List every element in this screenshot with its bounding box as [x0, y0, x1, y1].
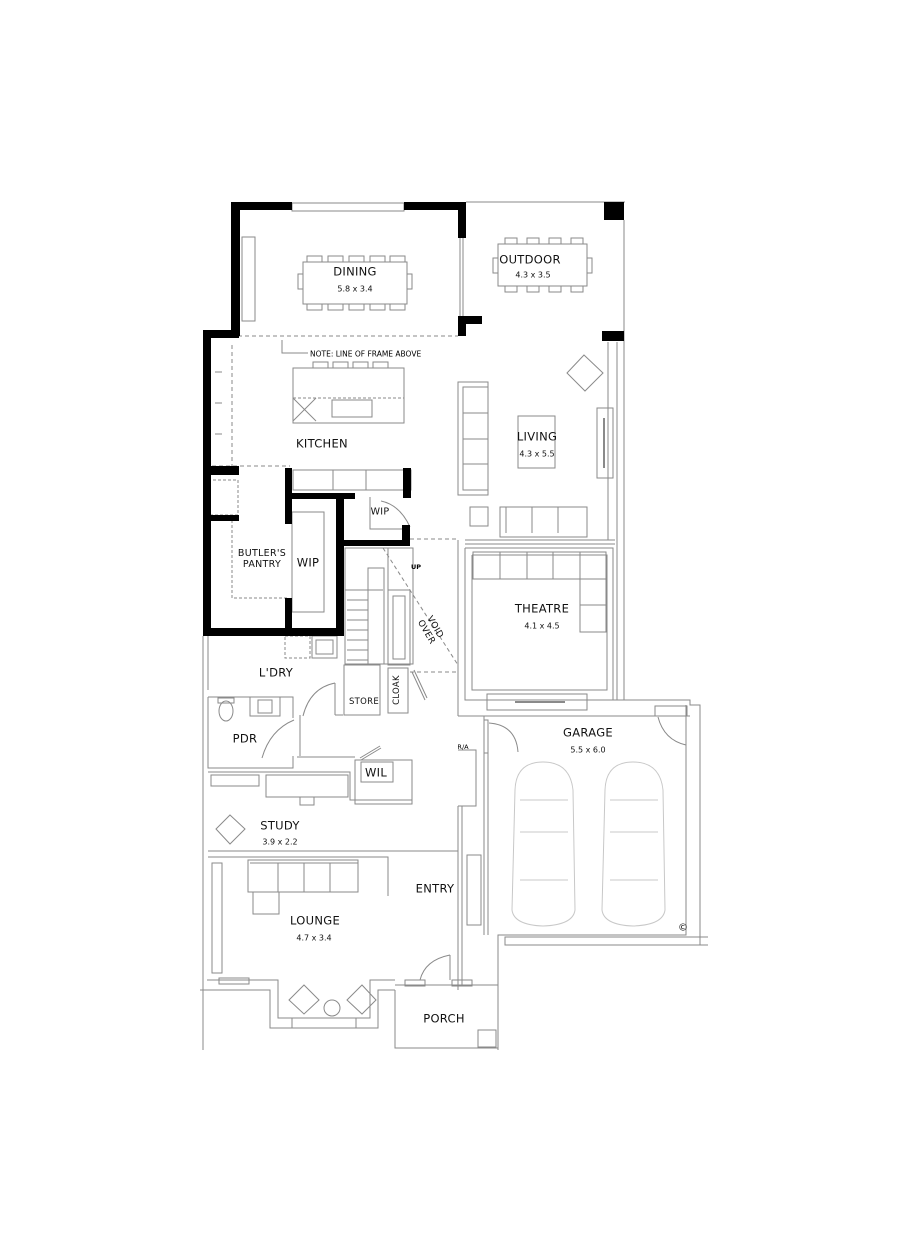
room-wip-pantry: WIP	[296, 555, 320, 570]
frame-note: NOTE: LINE OF FRAME ABOVE	[310, 349, 422, 359]
room-dims-lounge: 4.7 x 3.4	[296, 933, 332, 943]
room-dims-study: 3.9 x 2.2	[262, 837, 298, 847]
room-study: STUDY	[260, 818, 300, 833]
room-dining: DINING	[333, 265, 377, 278]
room-living: LIVING	[516, 429, 558, 444]
room-wil: WIL	[364, 765, 388, 780]
room-garage: GARAGE	[563, 725, 613, 740]
room-outdoor: OUTDOOR	[499, 252, 561, 267]
room-dims-outdoor: 4.3 x 3.5	[515, 270, 551, 280]
room-store: STORE	[348, 697, 380, 708]
ra-label: R/A	[457, 743, 469, 751]
room-lounge: LOUNGE	[289, 913, 341, 928]
room-wip-small: WIP	[370, 506, 390, 518]
copyright-symbol: ©	[678, 922, 688, 934]
room-theatre: THEATRE	[514, 601, 570, 616]
room-entry: ENTRY	[415, 881, 455, 896]
room-porch: PORCH	[423, 1011, 465, 1026]
room-laundry: L'DRY	[258, 665, 294, 680]
room-cloak: CLOAK	[392, 675, 403, 705]
stair-up-label: UP	[410, 563, 422, 571]
room-dims-living: 4.3 x 5.5	[519, 449, 555, 459]
room-label: DINING	[333, 264, 377, 279]
room-pdr: PDR	[232, 731, 258, 746]
room-kitchen: KITCHEN	[296, 436, 348, 451]
room-dims-theatre: 4.1 x 4.5	[524, 621, 560, 631]
room-butlers-pantry: BUTLER'S PANTRY	[237, 548, 287, 570]
room-dims-garage: 5.5 x 6.0	[570, 745, 606, 755]
room-dims-dining: 5.8 x 3.4	[337, 284, 373, 294]
